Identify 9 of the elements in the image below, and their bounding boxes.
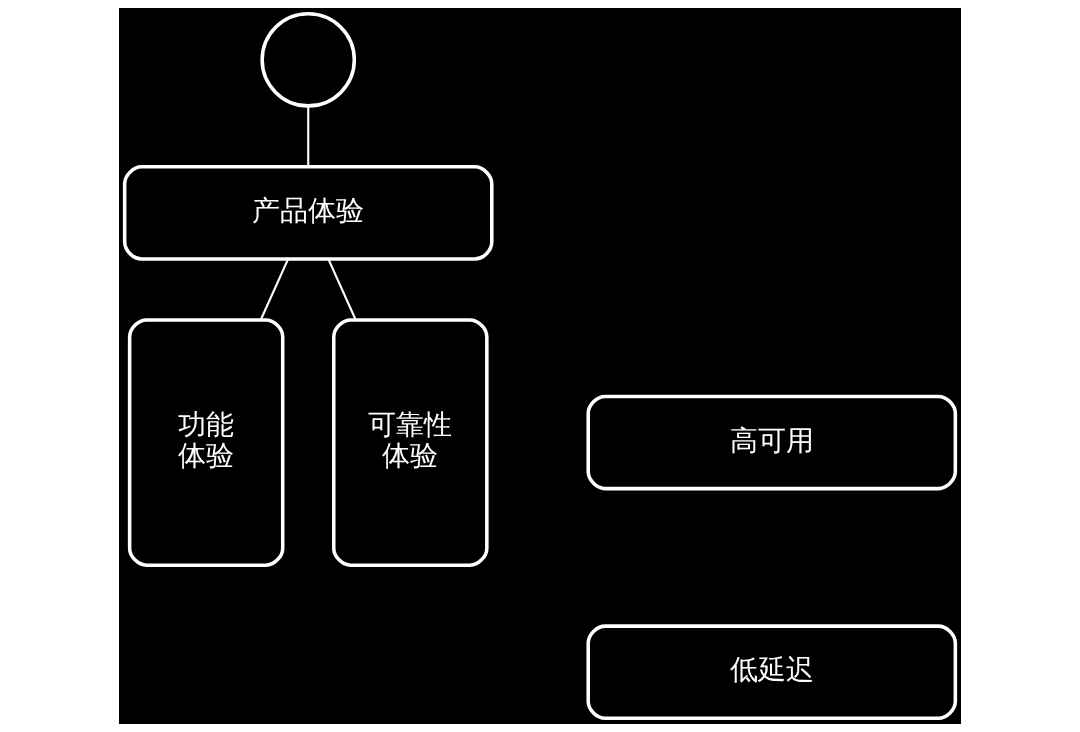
node-box: 高可用: [586, 394, 958, 491]
connector: [259, 258, 290, 321]
node-person: [260, 12, 357, 108]
connector: [307, 105, 310, 167]
node-box: 功能体验: [127, 318, 285, 567]
node-box: 可靠性体验: [332, 318, 489, 567]
node-box: 低延迟: [586, 624, 958, 720]
connector: [327, 258, 357, 321]
node-box: 产品体验: [122, 165, 494, 261]
